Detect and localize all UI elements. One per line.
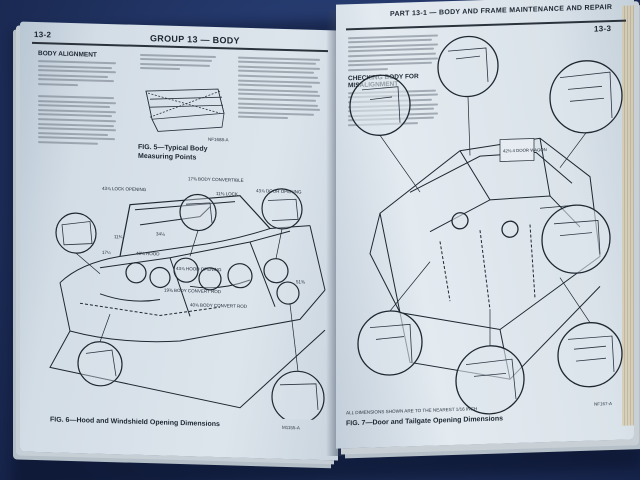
left-text-column-1: BODY ALIGNMENT <box>38 48 118 148</box>
left-text-column-3 <box>238 54 322 123</box>
left-page-number: 13-2 <box>34 29 52 40</box>
callout-34: 34⅛ <box>156 231 165 236</box>
fig5-caption: FIG. 5—Typical Body Measuring Points <box>138 143 208 162</box>
right-page: PART 13-1 — BODY AND FRAME MAINTENANCE A… <box>336 0 634 449</box>
right-page-header: PART 13-1 — BODY AND FRAME MAINTENANCE A… <box>390 4 613 18</box>
left-page-header: GROUP 13 — BODY <box>150 33 240 46</box>
fig6-diagram: 43⅞ LOCK OPENING 17⅜ BODY CONVERTIBLE 11… <box>40 162 330 424</box>
fig5-diagram <box>138 81 228 140</box>
callout-51: 51⅜ <box>296 279 305 284</box>
callout-lock: 11⅜ LOCK <box>216 191 238 197</box>
door-wagon-callout-box: 42⅛ 4 DOOR WAGON <box>499 138 547 162</box>
callout-body-convert-rod-2: 40⅝ BODY CONVERT ROD <box>190 302 248 309</box>
door-wagon-callout: 42⅛ 4 DOOR WAGON <box>503 147 547 153</box>
callout-lock-opening: 43⅞ LOCK OPENING <box>102 186 147 192</box>
callout-body-convert-rod: 19⅜ BODY CONVERT ROD <box>164 288 222 295</box>
fig6-code: M1155-A <box>282 424 300 431</box>
callout-hood-opening: 43⅞ HOOD OPENING <box>176 266 222 272</box>
fig7-code: NF167-A <box>594 401 613 407</box>
body-alignment-heading: BODY ALIGNMENT <box>38 50 97 59</box>
callout-17: 17¼ <box>102 250 111 255</box>
fig5-code: NF1688-A <box>208 136 229 143</box>
fig7-diagram: 42⅛ 4 DOOR WAGON <box>340 25 630 434</box>
callout-door-opening: 43⅞ DOOR OPENING <box>256 188 302 194</box>
callout-hood: 40⅛ HOOD <box>136 251 160 257</box>
left-page: 13-2 GROUP 13 — BODY BODY ALIGNMENT <box>20 21 338 461</box>
left-text-column-2 <box>140 51 218 74</box>
fig6-caption: FIG. 6—Hood and Windshield Opening Dimen… <box>50 416 220 429</box>
callout-11: 11¾ <box>114 234 123 239</box>
callout-body-convertible: 17⅜ BODY CONVERTIBLE <box>188 176 244 183</box>
